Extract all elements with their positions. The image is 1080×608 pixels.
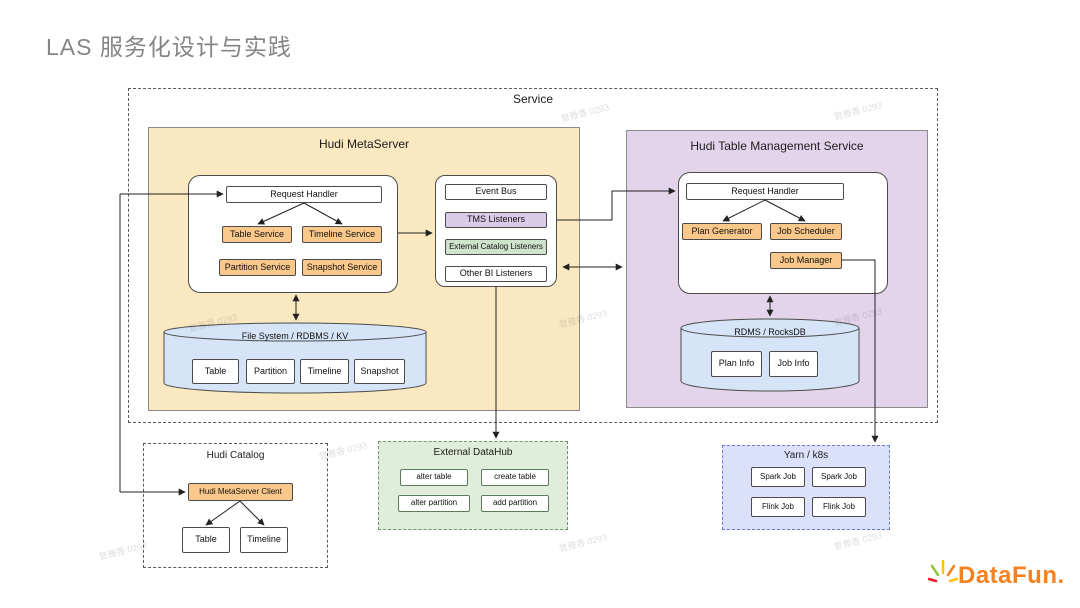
external-catalog-listeners-box: External Catalog Listeners xyxy=(445,239,547,255)
snapshot-service-box: Snapshot Service xyxy=(302,259,382,276)
add-partition-box: add partition xyxy=(481,495,549,512)
page-title: LAS 服务化设计与实践 xyxy=(46,34,292,60)
storage-partition-box: Partition xyxy=(246,359,295,384)
filesystem-cylinder-label: File System / RDBMS / KV xyxy=(241,331,349,341)
datafun-logo-text: DataFun. xyxy=(958,562,1065,589)
external-datahub-title: External DataHub xyxy=(433,447,513,458)
service-region-label: Service xyxy=(512,92,553,106)
rocksdb-cylinder-label: RDMS / RocksDB xyxy=(734,327,806,337)
catalog-timeline-box: Timeline xyxy=(240,527,288,553)
catalog-table-box: Table xyxy=(182,527,230,553)
datafun-logo: DataFun. xyxy=(928,556,1065,588)
watermark: 曾雅香 0293 xyxy=(97,540,149,562)
service-region xyxy=(128,88,938,423)
spark-job-box-1: Spark Job xyxy=(751,467,805,487)
watermark: 曾雅香 0293 xyxy=(832,530,884,552)
watermark: 曾雅香 0293 xyxy=(317,440,369,462)
storage-timeline-box: Timeline xyxy=(300,359,349,384)
flink-job-box-1: Flink Job xyxy=(751,497,805,517)
firework-icon xyxy=(928,559,958,583)
create-table-box: create table xyxy=(481,469,549,486)
spark-job-box-2: Spark Job xyxy=(812,467,866,487)
plan-info-box: Plan Info xyxy=(711,351,762,377)
job-info-box: Job Info xyxy=(769,351,818,377)
alter-partition-box: alter partition xyxy=(398,495,470,512)
job-manager-box: Job Manager xyxy=(770,252,842,269)
partition-service-box: Partition Service xyxy=(219,259,296,276)
metaserver-request-handler-box: Request Handler xyxy=(226,186,382,203)
storage-table-box: Table xyxy=(192,359,239,384)
tms-title: Hudi Table Management Service xyxy=(690,139,864,153)
event-bus-box: Event Bus xyxy=(445,184,547,200)
hudi-catalog-title: Hudi Catalog xyxy=(206,450,265,461)
table-service-box: Table Service xyxy=(222,226,292,243)
timeline-service-box: Timeline Service xyxy=(302,226,382,243)
tms-request-handler-box: Request Handler xyxy=(686,183,844,200)
job-scheduler-box: Job Scheduler xyxy=(770,223,842,240)
other-bi-listeners-box: Other BI Listeners xyxy=(445,266,547,282)
tms-listeners-box: TMS Listeners xyxy=(445,212,547,228)
hudi-metaserver-client-box: Hudi MetaServer Client xyxy=(188,483,293,501)
yarn-k8s-title: Yarn / k8s xyxy=(783,450,829,461)
watermark: 曾雅香 0293 xyxy=(557,532,609,554)
hudi-metaserver-title: Hudi MetaServer xyxy=(318,137,410,151)
flink-job-box-2: Flink Job xyxy=(812,497,866,517)
plan-generator-box: Plan Generator xyxy=(682,223,762,240)
alter-table-box: alter table xyxy=(400,469,468,486)
storage-snapshot-box: Snapshot xyxy=(354,359,405,384)
hudi-catalog-region xyxy=(143,443,328,568)
